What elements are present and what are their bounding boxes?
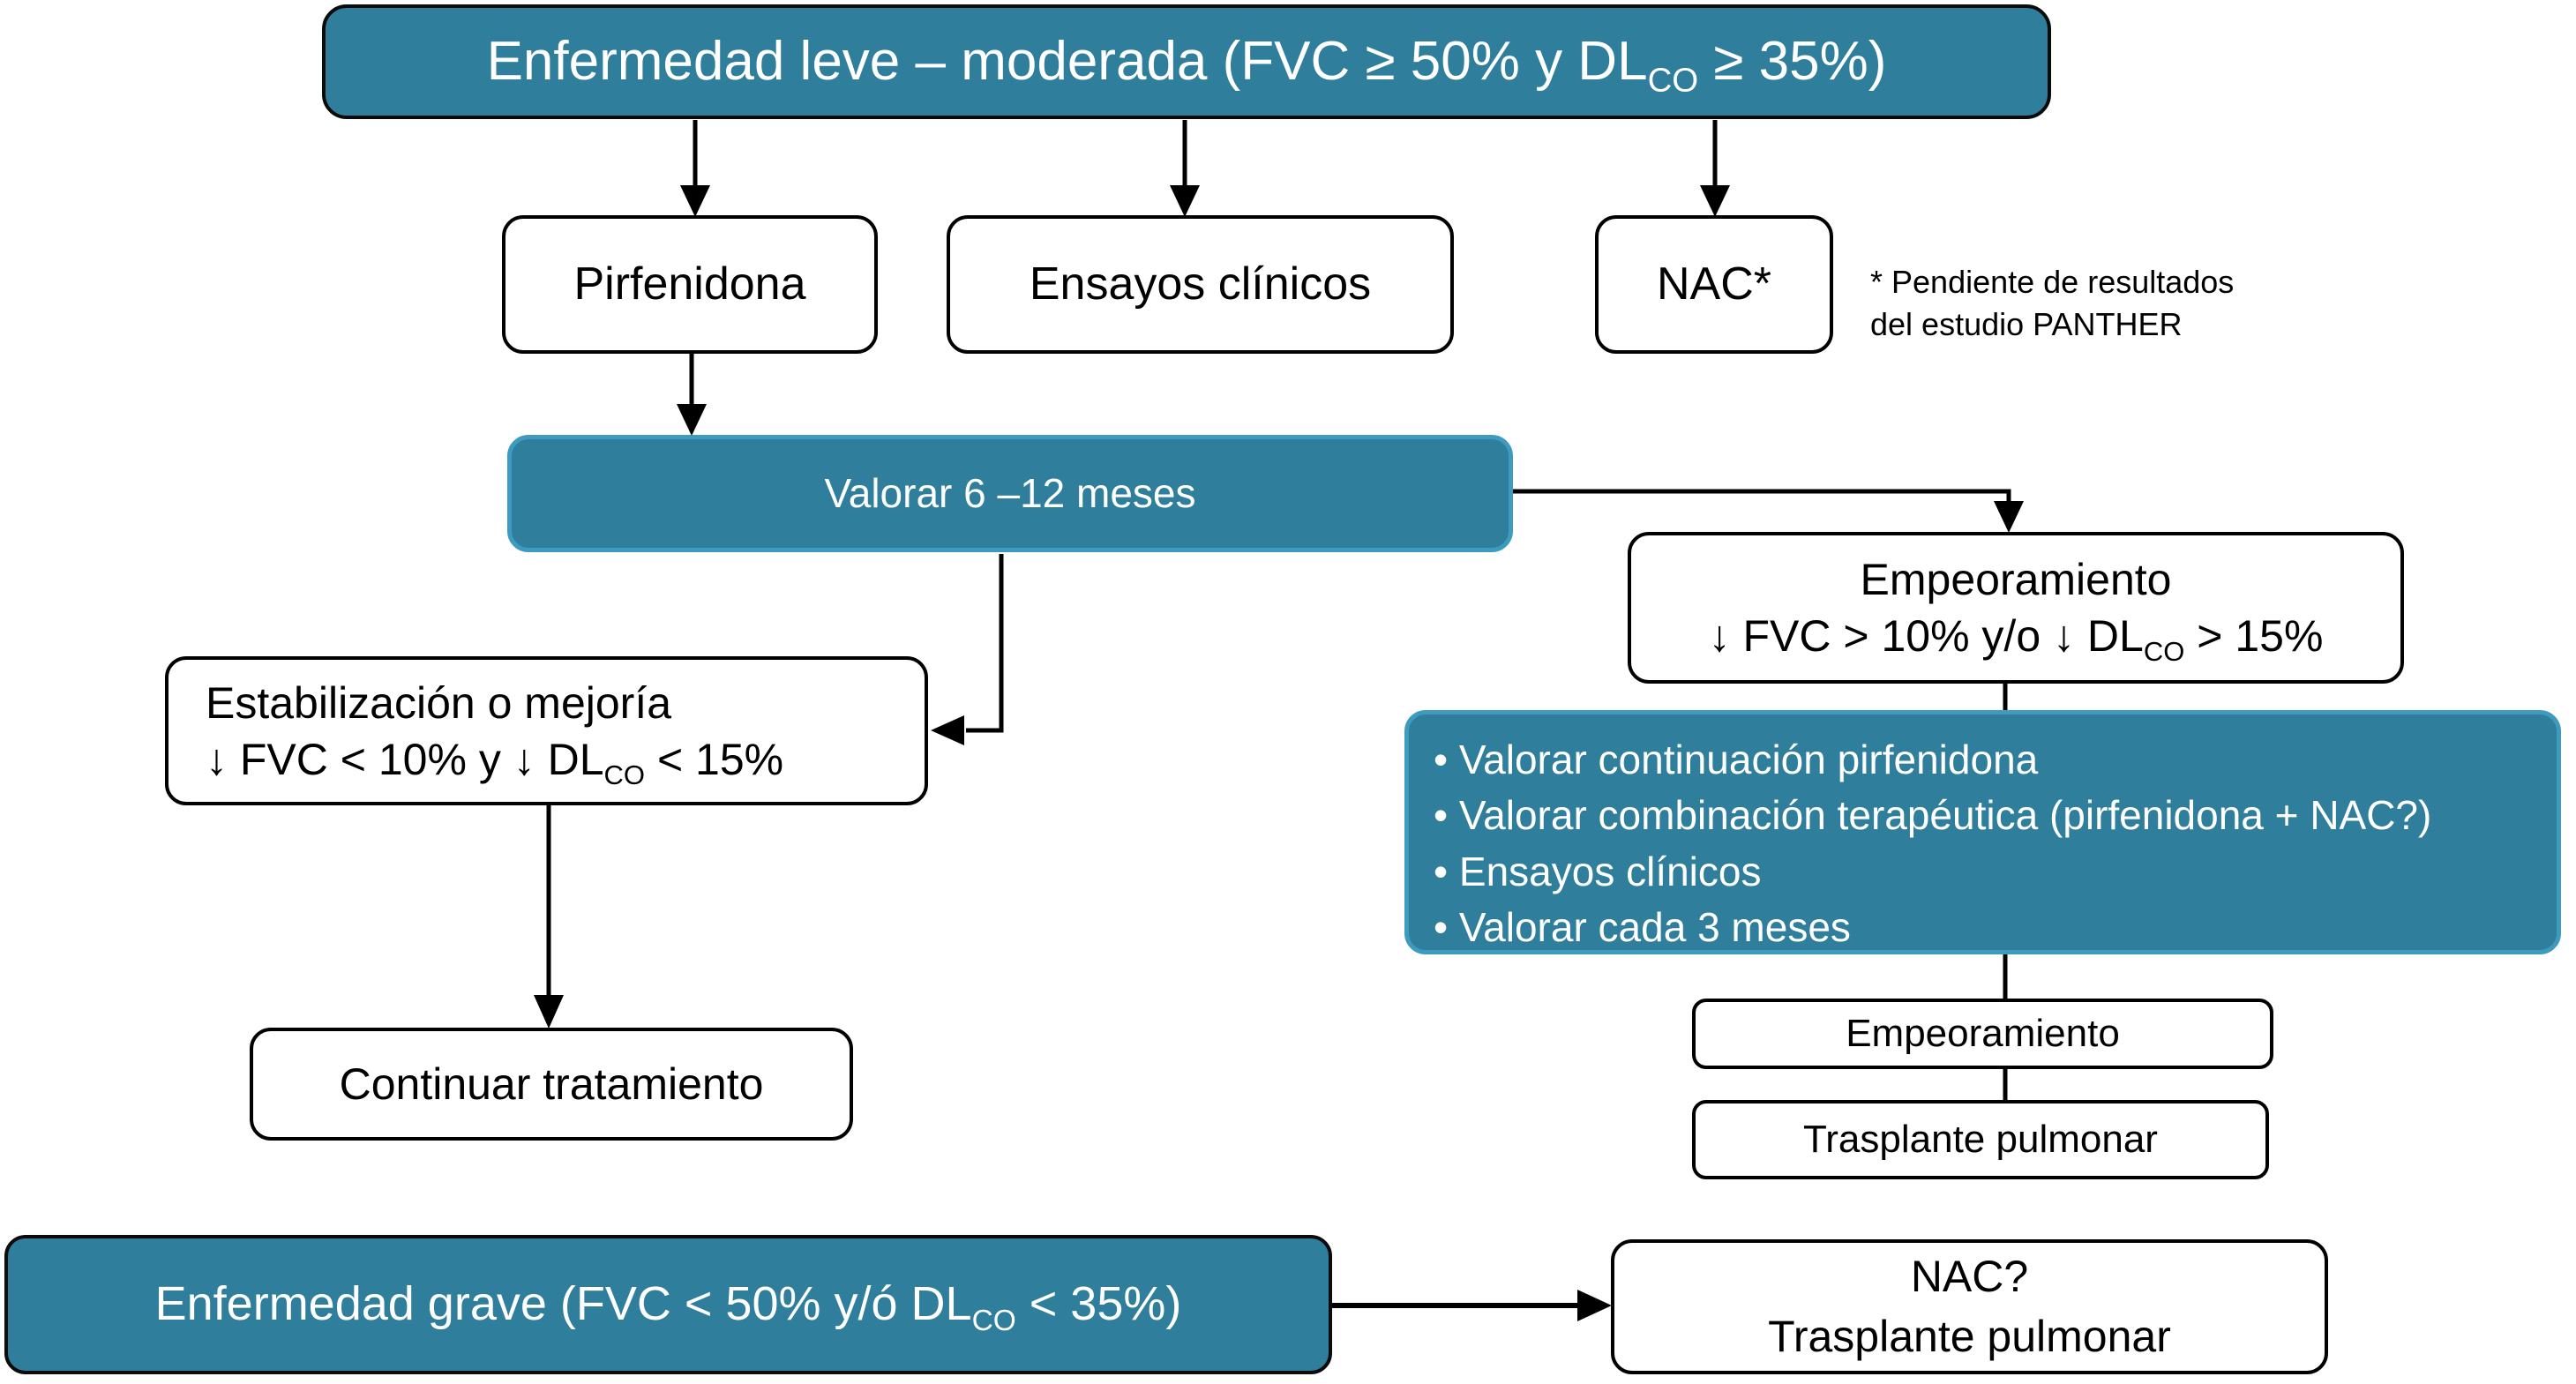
node-severe-disease: Enfermedad grave (FVC < 50% y/ó DLCO < 3… bbox=[4, 1235, 1332, 1374]
node-valorar-label: Valorar 6 –12 meses bbox=[824, 470, 1196, 517]
node-estabilizacion-line2: ↓ FVC < 10% y ↓ DLCO < 15% bbox=[206, 734, 784, 790]
footnote-line1: * Pendiente de resultados bbox=[1870, 264, 2235, 300]
node-empeoramiento-small-label: Empeoramiento bbox=[1846, 1011, 2120, 1055]
plan-item-4: • Valorar cada 3 meses bbox=[1434, 904, 1851, 951]
node-empeoramiento-criteria: Empeoramiento ↓ FVC > 10% y/o ↓ DLCO > 1… bbox=[1628, 532, 2404, 684]
node-ensayos-clinicos: Ensayos clínicos bbox=[947, 215, 1454, 354]
node-nac-trasplante-line2: Trasplante pulmonar bbox=[1768, 1311, 2171, 1361]
node-continuar-tratamiento: Continuar tratamiento bbox=[250, 1028, 853, 1141]
node-nac-trasplante-line1: NAC? bbox=[1910, 1252, 2029, 1301]
node-ensayos-clinicos-label: Ensayos clínicos bbox=[1029, 258, 1372, 310]
arrow-valorar-to-estabilizacion bbox=[931, 554, 1004, 745]
arrow-mild-to-nac bbox=[1700, 120, 1730, 217]
node-trasplante-pulmonar-label: Trasplante pulmonar bbox=[1803, 1117, 2158, 1161]
node-plan-empeoramiento: • Valorar continuación pirfenidona • Val… bbox=[1404, 710, 2561, 954]
arrow-pirfenidona-to-valorar bbox=[677, 354, 707, 436]
node-nac: NAC* bbox=[1595, 215, 1833, 354]
node-valorar-6-12-meses: Valorar 6 –12 meses bbox=[507, 435, 1513, 552]
arrow-grave-to-nac-trasplante bbox=[1332, 1290, 1612, 1321]
node-mild-disease-label: Enfermedad leve – moderada (FVC ≥ 50% y … bbox=[486, 31, 1887, 100]
node-severe-disease-label: Enfermedad grave (FVC < 50% y/ó DLCO < 3… bbox=[154, 1277, 1182, 1338]
node-empeoramiento-small: Empeoramiento bbox=[1692, 999, 2273, 1069]
node-pirfenidona: Pirfenidona bbox=[502, 215, 878, 354]
node-mild-disease: Enfermedad leve – moderada (FVC ≥ 50% y … bbox=[322, 4, 2051, 119]
plan-item-1: • Valorar continuación pirfenidona bbox=[1434, 737, 2039, 782]
node-estabilizacion: Estabilización o mejoría ↓ FVC < 10% y ↓… bbox=[165, 656, 928, 805]
node-empeoramiento-line1: Empeoramiento bbox=[1860, 555, 2172, 604]
node-nac-trasplante: NAC? Trasplante pulmonar bbox=[1611, 1239, 2328, 1374]
node-continuar-tratamiento-label: Continuar tratamiento bbox=[339, 1059, 764, 1109]
node-nac-label: NAC* bbox=[1656, 258, 1772, 310]
node-empeoramiento-line2: ↓ FVC > 10% y/o ↓ DLCO > 15% bbox=[1708, 611, 2324, 667]
footnote-panther: * Pendiente de resultados del estudio PA… bbox=[1870, 261, 2234, 345]
arrow-mild-to-pirfenidona bbox=[680, 120, 710, 217]
arrow-estabilizacion-to-continuar bbox=[534, 805, 564, 1029]
arrow-mild-to-ensayos bbox=[1170, 120, 1200, 217]
plan-item-2: • Valorar combinación terapéutica (pirfe… bbox=[1434, 792, 2432, 839]
node-estabilizacion-line1: Estabilización o mejoría bbox=[206, 677, 672, 728]
plan-item-3: • Ensayos clínicos bbox=[1434, 848, 1762, 894]
node-pirfenidona-label: Pirfenidona bbox=[573, 258, 806, 310]
arrow-valorar-to-empeoramiento bbox=[1513, 489, 2024, 533]
node-trasplante-pulmonar: Trasplante pulmonar bbox=[1692, 1100, 2269, 1179]
footnote-line2: del estudio PANTHER bbox=[1870, 305, 2183, 342]
